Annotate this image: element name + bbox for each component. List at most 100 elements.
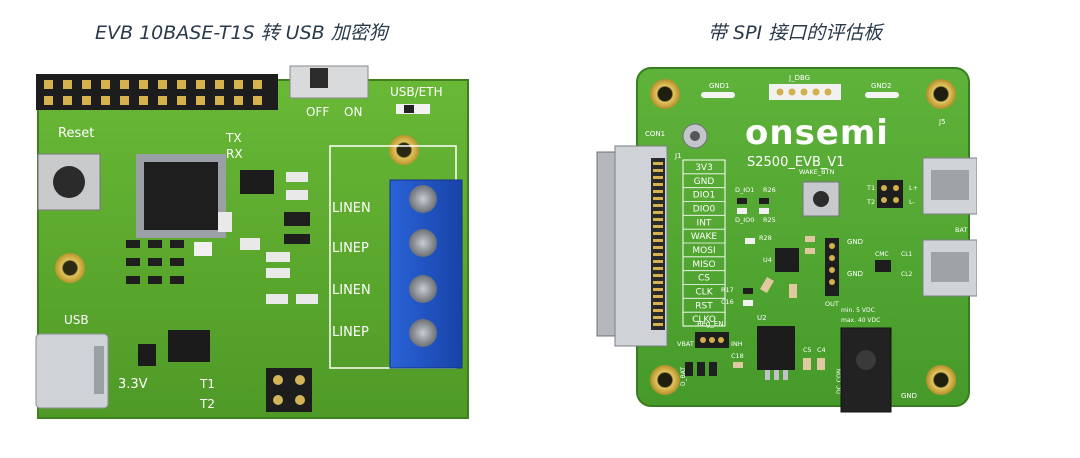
silk-j-dbg: J_DBG: [788, 74, 810, 82]
silk-inh: INH: [731, 340, 743, 348]
ribbon-contact: [653, 267, 663, 270]
header-pin: [44, 96, 53, 105]
ribbon-contact: [653, 204, 663, 207]
ribbon-contact: [653, 169, 663, 172]
header-pin: [215, 96, 224, 105]
header-pin: [234, 96, 243, 105]
ribbon-contact: [653, 176, 663, 179]
silk-c16: C16: [721, 298, 734, 306]
ribbon-contact: [653, 260, 663, 263]
silk-c5: C5: [803, 346, 812, 354]
pin-label: RST: [695, 301, 713, 311]
silk-t2: T2: [199, 397, 215, 411]
bus-connector-bottom: [922, 239, 977, 297]
mounting-hole: [926, 79, 956, 109]
ribbon-contact: [653, 302, 663, 305]
silk-c18: C18: [731, 352, 744, 360]
silk-r17: R17: [721, 286, 734, 294]
header-pin: [139, 80, 148, 89]
transceiver-ic: [775, 248, 799, 272]
ribbon-contact: [653, 246, 663, 249]
ribbon-contact: [653, 211, 663, 214]
silk-gnd-c: GND: [901, 392, 917, 400]
silk-j5: J5: [938, 118, 946, 126]
silk-gnd-b: GND: [847, 270, 863, 278]
header-pin: [234, 80, 243, 89]
silk-usb: USB: [64, 313, 89, 327]
ribbon-connector: [596, 145, 668, 347]
mode-header: [877, 180, 903, 208]
ribbon-contact: [653, 288, 663, 291]
ribbon-contact: [653, 295, 663, 298]
ribbon-contact: [653, 197, 663, 200]
silk-linep-1: LINEP: [332, 241, 369, 256]
debug-header: [769, 84, 841, 100]
ribbon-contact: [653, 323, 663, 326]
silk-rx: RX: [226, 147, 243, 161]
caption-right: 带 SPI 接口的评估板: [708, 22, 883, 44]
ribbon-contact: [653, 225, 663, 228]
silk-cmc: CMC: [875, 251, 889, 258]
usb-c-connector: [35, 333, 109, 409]
header-pin: [44, 80, 53, 89]
silk-reset: Reset: [58, 126, 94, 141]
ribbon-contact: [653, 239, 663, 242]
pin-label: CLK: [695, 287, 713, 297]
header-pin: [196, 96, 205, 105]
silk-tx: TX: [225, 131, 242, 145]
silk-l-plus: L+: [909, 184, 918, 192]
ic-bottom: [168, 330, 210, 362]
silk-u4: U4: [763, 256, 772, 264]
pin-label: CLKO: [692, 315, 716, 325]
silk-usb-eth: USB/ETH: [390, 85, 443, 99]
gnd-header: [825, 238, 839, 296]
mounting-hole: [650, 365, 680, 395]
silk-max-v: max. 40 VDC: [841, 317, 880, 324]
silk-d-io0: D_IO0: [735, 216, 754, 224]
ribbon-contact: [653, 183, 663, 186]
silk-brand: onsemi: [745, 113, 889, 153]
silk-t1: T1: [199, 377, 215, 391]
silk-l-minus: L-: [909, 198, 916, 206]
silk-c4: C4: [817, 346, 826, 354]
usb-dongle-board-image: OFF ON USB/ETH Reset TX RX USB 3.3V T1 T…: [35, 65, 469, 419]
header-pin: [158, 96, 167, 105]
header-pin: [120, 96, 129, 105]
silk-con1: CON1: [645, 130, 665, 138]
header-pin: [63, 80, 72, 89]
silk-min-v: min. 5 VDC: [841, 307, 875, 314]
caption-left: EVB 10BASE-T1S 转 USB 加密狗: [95, 22, 388, 44]
silk-cl2: CL2: [901, 271, 913, 278]
silk-u2: U2: [757, 314, 767, 322]
silk-bat: BAT: [955, 226, 967, 234]
silk-out: OUT: [825, 300, 839, 308]
header-pin: [253, 80, 262, 89]
silk-j1: J1: [674, 152, 682, 160]
bus-connector-top: [922, 157, 977, 215]
silk-t1: T1: [866, 184, 875, 192]
silk-gnd1: GND1: [709, 82, 730, 90]
pin-label: GND: [694, 177, 715, 187]
silk-off: OFF: [306, 105, 329, 119]
silk-reg-en: Reg_EN: [697, 320, 723, 328]
silk-cl1: CL1: [901, 251, 913, 258]
header-pin: [82, 96, 91, 105]
header-pin: [196, 80, 205, 89]
smd-components: [743, 236, 815, 306]
pin-header-bottom: [266, 368, 312, 412]
silk-r25: R25: [763, 216, 776, 224]
spi-eval-board-image: GND1 J_DBG GND2 onsemi S2500_EVB_V1 CON1…: [596, 67, 977, 413]
pin-label: INT: [697, 218, 712, 228]
silk-on: ON: [344, 105, 362, 119]
header-pin: [177, 80, 186, 89]
ribbon-contact: [653, 232, 663, 235]
pin-label: 3V3: [695, 163, 713, 173]
pin-label: DIO1: [693, 191, 715, 201]
header-pin: [253, 96, 262, 105]
ribbon-contact: [653, 190, 663, 193]
header-pin: [82, 80, 91, 89]
header-pin: [101, 96, 110, 105]
pin-label: DIO0: [693, 204, 716, 214]
silk-r26: R26: [763, 186, 776, 194]
ribbon-contact: [653, 162, 663, 165]
